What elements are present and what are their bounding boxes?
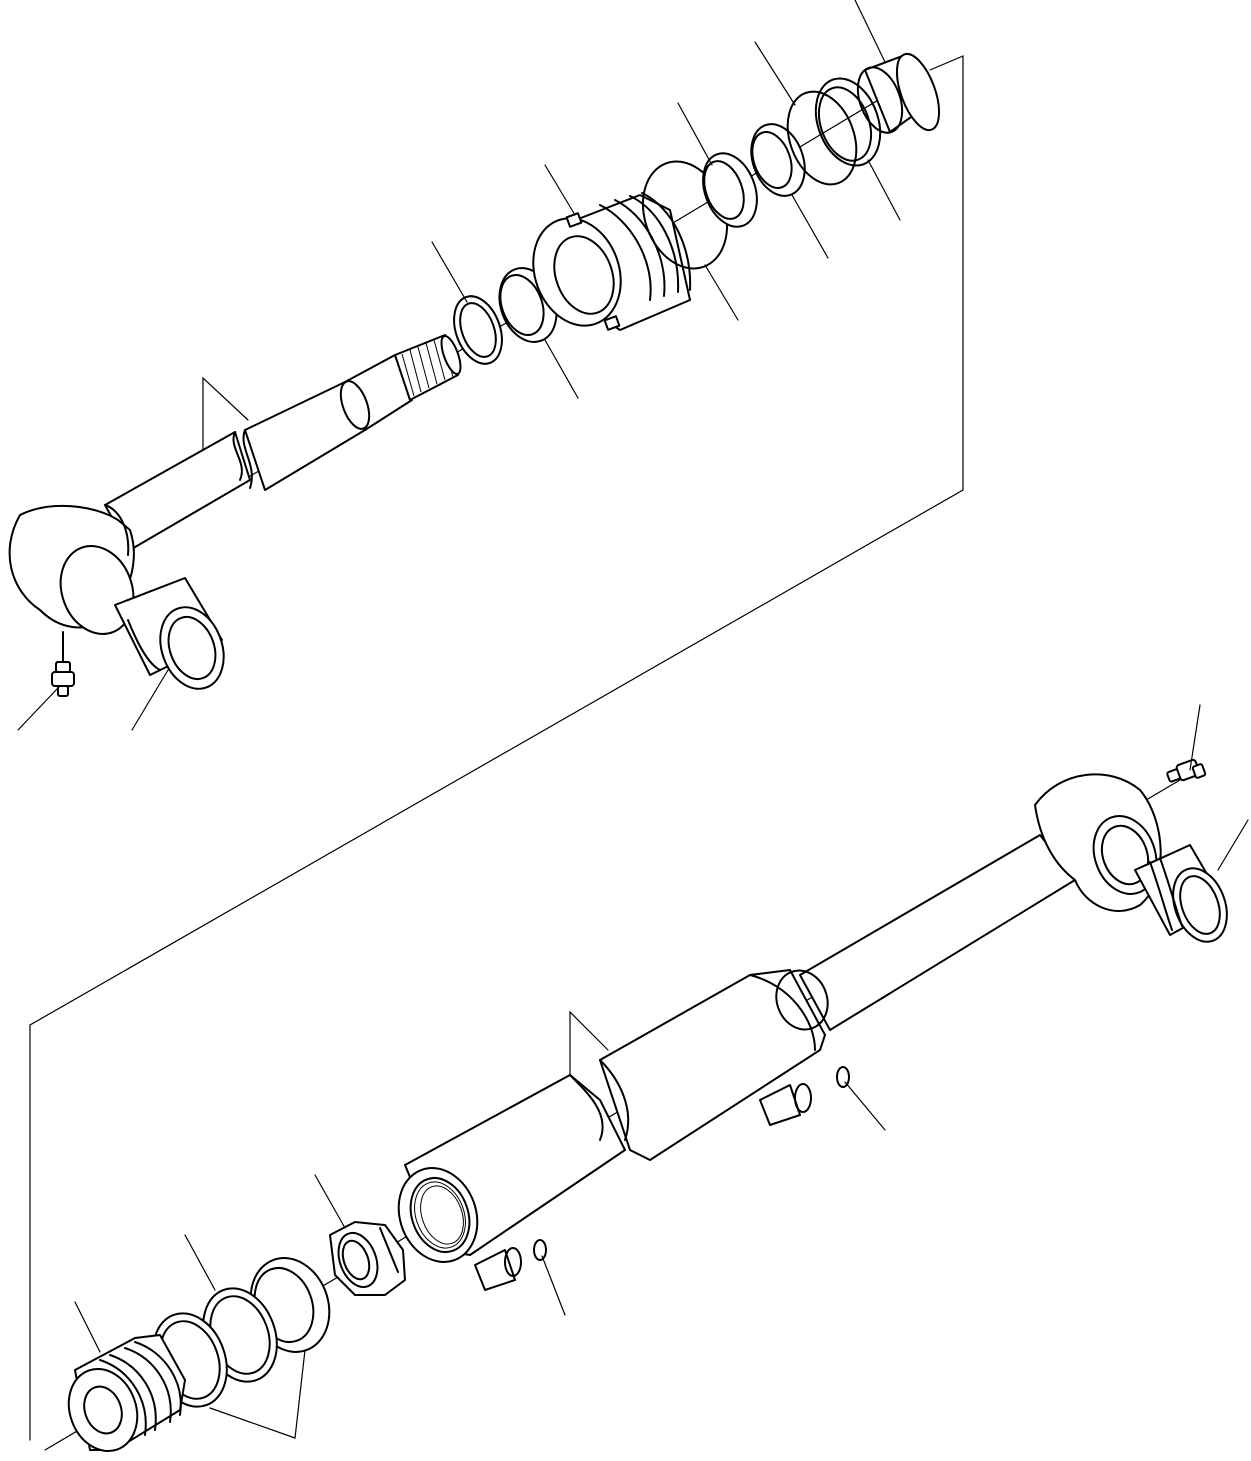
piston: [67, 1334, 186, 1453]
piston-rod: [104, 334, 462, 551]
clamp-bolt-ring: [474, 1066, 850, 1291]
rod-bushing: [114, 577, 225, 690]
break-marker: [202, 376, 249, 451]
buffer-ring: [750, 123, 806, 197]
dust-seal-ring: [786, 77, 882, 186]
snap-ring: [453, 295, 503, 365]
cylinder-tube: [397, 969, 829, 1263]
backup-ring: [702, 152, 758, 228]
cylinder-tube-assembly: [44, 704, 1249, 1453]
tube-end-eye: [799, 773, 1162, 1031]
dust-wiper: [856, 52, 941, 134]
piston-nut: [329, 1221, 406, 1296]
grease-fitting-upper: [51, 631, 75, 697]
cylinder-head: [532, 192, 692, 331]
leader-lines-upper: [17, 0, 901, 731]
leader-lines-lower: [74, 704, 1249, 1439]
break-marker-lower: [569, 1010, 609, 1076]
tube-bushing: [1134, 844, 1228, 943]
rod-eye: [8, 504, 135, 635]
grease-fitting-lower: [1166, 758, 1207, 783]
assembly-frame: [29, 55, 964, 1441]
piston-rod-assembly: [8, 0, 941, 731]
